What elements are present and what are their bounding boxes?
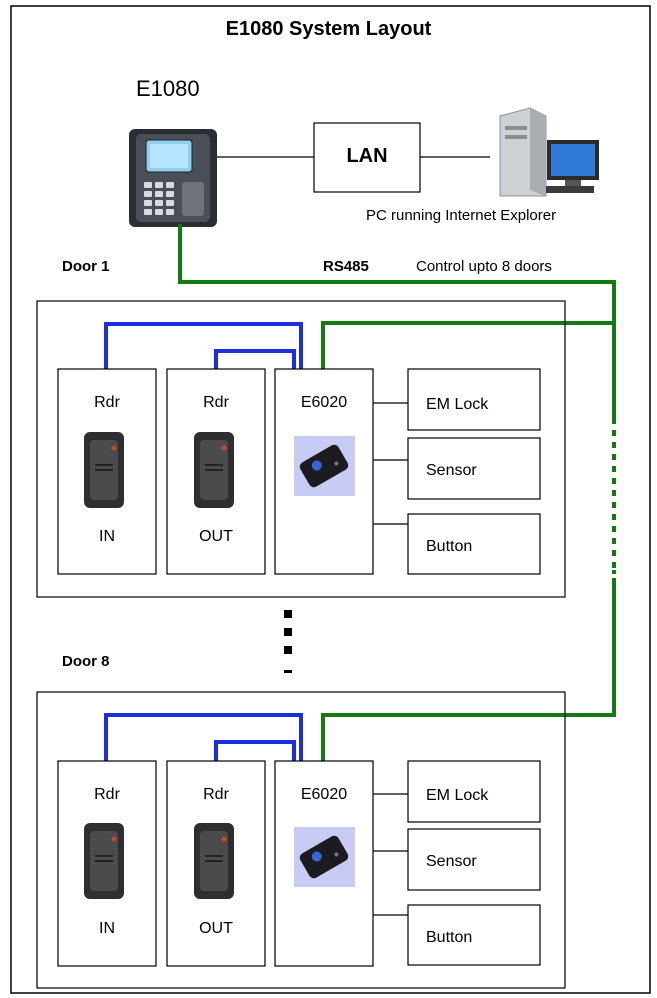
door1-reader-in-direction: IN: [99, 528, 115, 545]
door1-reader-out-direction: OUT: [199, 528, 233, 545]
door8-reader-wiring: [104, 713, 303, 761]
door1-output-wiring: [373, 402, 408, 525]
door1-output-emlock-box: [407, 368, 541, 431]
door8-output-sensor-box: [407, 828, 541, 891]
door8-output-button-box: [407, 904, 541, 966]
door8-output-button: Button: [426, 929, 473, 946]
door8-output-wiring: [373, 793, 408, 916]
door1-label: Door 1: [62, 258, 110, 275]
door1-output-sensor-box: [407, 437, 541, 500]
door1-output-button: Button: [426, 538, 473, 555]
door8-reader-out-direction: OUT: [199, 920, 233, 937]
lan-label: LAN: [346, 145, 388, 167]
door1-output-button-box: [407, 513, 541, 575]
pc-image: [499, 107, 599, 197]
door8-output-emlock-box: [407, 760, 541, 823]
bus-note-label: Control upto 8 doors: [416, 258, 552, 275]
door8-reader-out-title: Rdr: [203, 786, 229, 803]
door8-e6020-label: E6020: [300, 786, 348, 803]
door8-frame: [36, 691, 566, 989]
e1080-label: E1080: [136, 76, 200, 101]
doors-ellipsis: [284, 610, 292, 673]
lan-box: [313, 122, 421, 193]
door1-frame: [36, 300, 566, 598]
rs485-label: RS485: [323, 258, 369, 275]
door1-output-sensor: Sensor: [426, 462, 477, 479]
door8-reader-out-image: [194, 823, 234, 899]
door8-output-sensor: Sensor: [426, 853, 477, 870]
e1080-device-image: [129, 129, 217, 227]
outer-frame: [10, 5, 651, 994]
door1-e6020-label: E6020: [300, 394, 348, 411]
door8-output-emlock: EM Lock: [426, 787, 489, 804]
door8-reader-in-title: Rdr: [94, 786, 120, 803]
door1-e6020-image: [294, 436, 355, 496]
door8-reader-in-image: [84, 823, 124, 899]
door1-reader-wiring: [104, 322, 303, 369]
door1-reader-out-image: [194, 432, 234, 508]
door1-reader-out-title: Rdr: [203, 394, 229, 411]
door1-reader-in-image: [84, 432, 124, 508]
diagram-title: E1080 System Layout: [225, 18, 432, 40]
door8-e6020-image: [294, 827, 355, 887]
door1-output-emlock: EM Lock: [426, 396, 489, 413]
door8-reader-in-direction: IN: [99, 920, 115, 937]
pc-label: PC running Internet Explorer: [366, 207, 557, 224]
door8-label: Door 8: [62, 653, 110, 670]
door1-reader-in-title: Rdr: [94, 394, 120, 411]
